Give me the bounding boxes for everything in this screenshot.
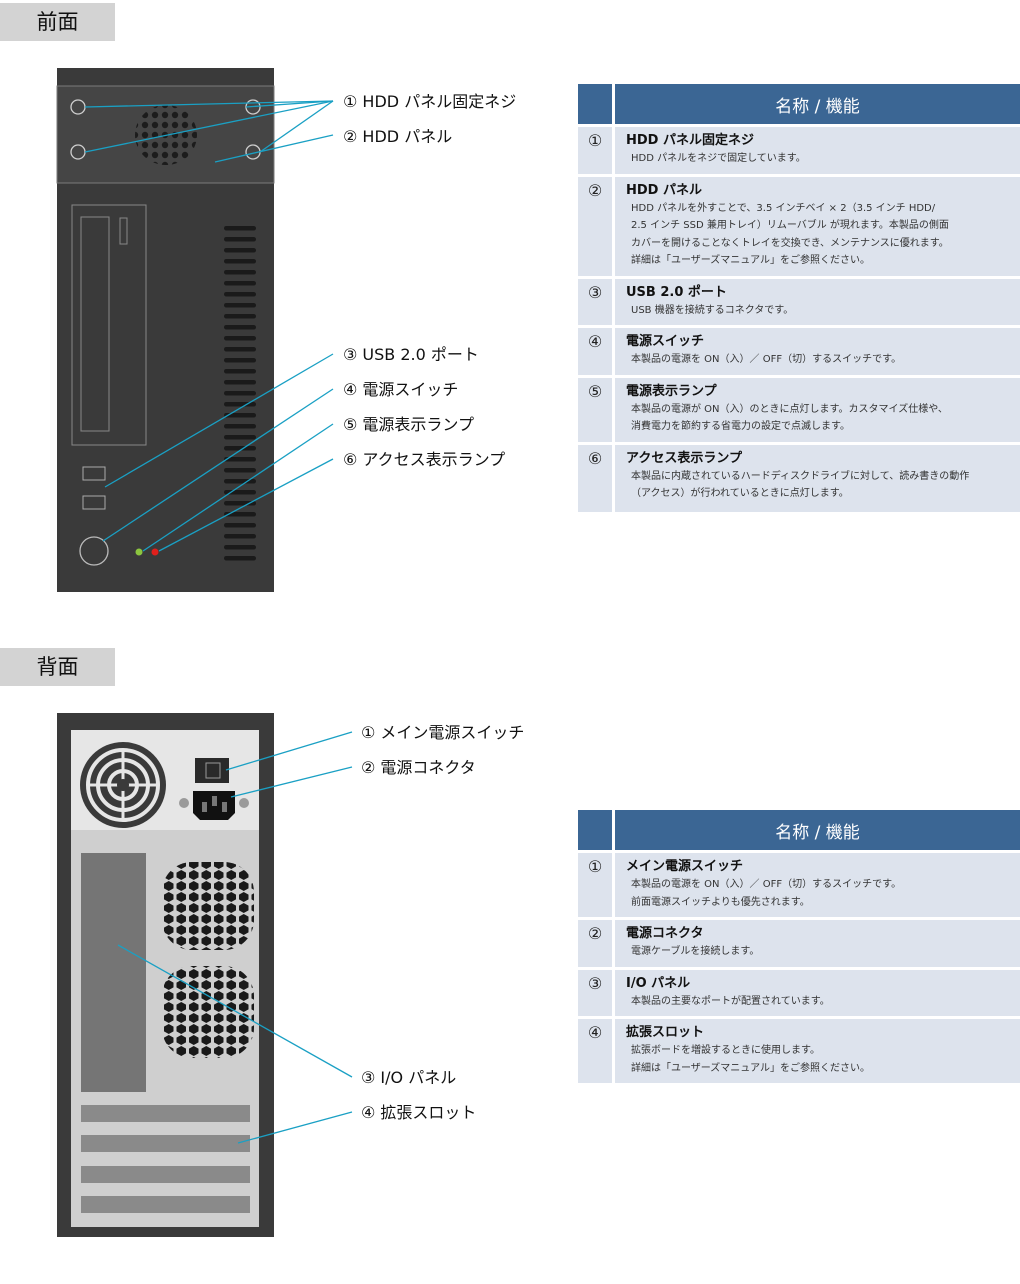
table-row: ① HDD パネル固定ネジ HDD パネルをネジで固定しています。 bbox=[578, 124, 1020, 174]
front-spec-table: 名称 / 機能 ① HDD パネル固定ネジ HDD パネルをネジで固定しています。… bbox=[578, 84, 1020, 512]
expansion-slot bbox=[81, 1135, 250, 1152]
table-row: ③ I/O パネル本製品の主要なポートが配置されています。 bbox=[578, 966, 1020, 1016]
row-text: HDD パネルをネジで固定しています。 bbox=[631, 153, 806, 164]
callout-power-switch: ④ 電源スイッチ bbox=[343, 380, 458, 399]
row-number: ⑤ bbox=[578, 374, 615, 442]
row-text: USB 機器を接続するコネクタです。 bbox=[631, 304, 794, 316]
row-text: 拡張ボードを増設するときに使用します。 詳細は「ユーザーズマニュアル」をご参照く… bbox=[631, 1045, 870, 1074]
row-text: 電源ケーブルを接続します。 bbox=[631, 946, 760, 957]
row-number: ④ bbox=[578, 325, 615, 375]
expansion-slot bbox=[81, 1105, 250, 1122]
usb-port bbox=[82, 495, 106, 510]
callout-hdd-panel-screws: ① HDD パネル固定ネジ bbox=[343, 92, 516, 111]
row-text: 本製品の電源を ON（入）／ OFF（切）するスイッチです。 前面電源スイッチよ… bbox=[631, 879, 902, 908]
row-text: 本製品の主要なポートが配置されています。 bbox=[631, 995, 830, 1007]
row-title: HDD パネル固定ネジ bbox=[626, 133, 754, 148]
row-number: ① bbox=[578, 124, 615, 174]
callout-power-connector: ② 電源コネクタ bbox=[361, 758, 476, 777]
row-title: 電源コネクタ bbox=[626, 926, 704, 941]
table-row: ⑤ 電源表示ランプ本製品の電源が ON（入）のときに点灯します。カスタマイズ仕様… bbox=[578, 374, 1020, 442]
back-spec-table: 名称 / 機能 ① メイン電源スイッチ本製品の電源を ON（入）／ OFF（切）… bbox=[578, 810, 1020, 1083]
row-number: ② bbox=[578, 917, 615, 967]
front-callouts: ① HDD パネル固定ネジ ② HDD パネル ③ USB 2.0 ポート ④ … bbox=[343, 92, 516, 469]
front-leader-lines bbox=[84, 100, 334, 552]
callout-expansion-slots: ④ 拡張スロット bbox=[361, 1103, 476, 1122]
row-text: 本製品の電源を ON（入）／ OFF（切）するスイッチです。 bbox=[631, 354, 902, 365]
io-panel bbox=[81, 853, 146, 1092]
row-title: I/O パネル bbox=[626, 975, 691, 991]
row-title: 拡張スロット bbox=[626, 1025, 705, 1040]
back-callouts: ① メイン電源スイッチ ② 電源コネクタ ③ I/O パネル ④ 拡張スロット bbox=[361, 723, 524, 1122]
main-power-switch bbox=[195, 758, 229, 783]
back-vent-upper bbox=[162, 862, 254, 950]
callout-io-panel: ③ I/O パネル bbox=[361, 1068, 456, 1087]
callout-usb-port: ③ USB 2.0 ポート bbox=[343, 345, 479, 364]
drive-bay bbox=[71, 204, 147, 446]
drive-eject-slot bbox=[119, 217, 128, 245]
row-title: USB 2.0 ポート bbox=[626, 284, 727, 300]
back-leader-lines bbox=[117, 731, 353, 1144]
row-title: メイン電源スイッチ bbox=[626, 859, 744, 874]
callout-access-lamp: ⑥ アクセス表示ランプ bbox=[343, 450, 505, 469]
row-number: ③ bbox=[578, 275, 615, 325]
psu-screw bbox=[179, 798, 189, 808]
table-header: 名称 / 機能 bbox=[615, 84, 1020, 124]
psu-fan bbox=[80, 742, 166, 828]
usb-port bbox=[82, 466, 106, 481]
table-header-blank bbox=[578, 810, 615, 850]
table-row: ⑥ アクセス表示ランプ本製品に内蔵されているハードディスクドライブに対して、読み… bbox=[578, 441, 1020, 512]
table-row: ① メイン電源スイッチ本製品の電源を ON（入）／ OFF（切）するスイッチです… bbox=[578, 850, 1020, 917]
expansion-slot bbox=[81, 1166, 250, 1183]
table-header: 名称 / 機能 bbox=[615, 810, 1020, 850]
table-row: ④ 拡張スロット拡張ボードを増設するときに使用します。 詳細は「ユーザーズマニュ… bbox=[578, 1016, 1020, 1083]
row-title: 電源スイッチ bbox=[626, 334, 705, 349]
psu-screw bbox=[239, 798, 249, 808]
back-section-label: 背面 bbox=[0, 648, 115, 686]
row-number: ⑥ bbox=[578, 441, 615, 512]
main-power-switch-rocker bbox=[205, 762, 221, 779]
expansion-slot bbox=[81, 1196, 250, 1213]
callout-power-lamp: ⑤ 電源表示ランプ bbox=[343, 415, 474, 434]
power-led bbox=[135, 548, 143, 556]
callout-main-power-switch: ① メイン電源スイッチ bbox=[361, 723, 524, 742]
table-row: ④ 電源スイッチ本製品の電源を ON（入）／ OFF（切）するスイッチです。 bbox=[578, 325, 1020, 375]
table-row: ② HDD パネル HDD パネルを外すことで、3.5 インチベイ × 2（3.5… bbox=[578, 173, 1020, 276]
drive-bay-tray bbox=[80, 216, 110, 432]
power-button bbox=[79, 536, 109, 566]
row-number: ④ bbox=[578, 1016, 615, 1083]
row-number: ③ bbox=[578, 966, 615, 1016]
row-title: アクセス表示ランプ bbox=[626, 450, 742, 466]
row-text: HDD パネルを外すことで、3.5 インチベイ × 2（3.5 インチ HDD/… bbox=[631, 202, 949, 267]
access-led bbox=[151, 548, 159, 556]
table-row: ③ USB 2.0 ポート USB 機器を接続するコネクタです。 bbox=[578, 275, 1020, 325]
table-header-blank bbox=[578, 84, 615, 124]
front-section-label: 前面 bbox=[0, 3, 115, 41]
back-case bbox=[57, 713, 274, 1237]
table-row: ② 電源コネクタ電源ケーブルを接続します。 bbox=[578, 917, 1020, 967]
front-side-vents bbox=[224, 226, 256, 561]
row-text: 本製品の電源が ON（入）のときに点灯します。カスタマイズ仕様や、 消費電力を節… bbox=[631, 403, 948, 433]
row-text: 本製品に内蔵されているハードディスクドライブに対して、読み書きの動作 （アクセス… bbox=[631, 470, 970, 500]
back-vent-lower bbox=[162, 966, 254, 1058]
row-title: 電源表示ランプ bbox=[626, 383, 717, 399]
row-number: ② bbox=[578, 173, 615, 276]
row-number: ① bbox=[578, 850, 615, 917]
callout-hdd-panel: ② HDD パネル bbox=[343, 127, 452, 146]
row-title: HDD パネル bbox=[626, 182, 702, 198]
front-case bbox=[56, 68, 275, 592]
